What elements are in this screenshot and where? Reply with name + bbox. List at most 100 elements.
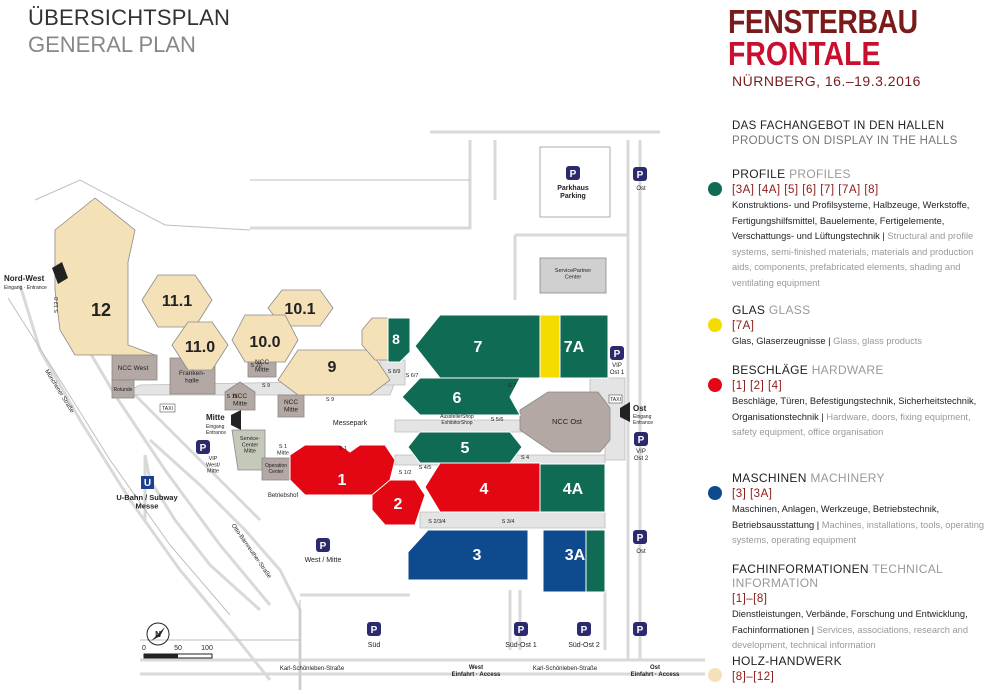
parking-p-icon: P — [638, 435, 645, 446]
brand-logo-line2: FRONTALE — [728, 35, 881, 72]
parking-sued[interactable]: P Süd — [367, 622, 381, 649]
parking-south-east[interactable]: P — [633, 622, 647, 636]
building-rotunde[interactable] — [111, 379, 135, 399]
building-servicepartner[interactable] — [539, 257, 607, 294]
parking-p-icon: P — [637, 625, 644, 636]
hall-8[interactable] — [387, 317, 411, 363]
parking-ost[interactable]: P Ost — [633, 167, 647, 192]
building-ncc-mitte-a[interactable] — [224, 381, 256, 411]
parking-west-mitte[interactable]: P West / Mitte — [305, 538, 342, 564]
legend-desc-en: Hardware, doors, fixing equipment, safet… — [732, 411, 971, 438]
legend-swatch-hardware — [708, 378, 722, 392]
hall-label: 3 — [473, 547, 482, 564]
label-ncc-west: NCC West — [118, 365, 149, 372]
hall-label: 11.1 — [162, 293, 192, 310]
legend-desc: Dienstleistungen, Verbände, Forschung un… — [732, 609, 968, 635]
legend-desc: Glas, Glaserzeugnisse — [732, 336, 826, 346]
parking-label: West / Mitte — [305, 557, 342, 564]
hall-label: 2 — [394, 496, 403, 513]
parking-ost-2[interactable]: P Ost — [633, 530, 647, 555]
ubahn-u: U — [144, 478, 151, 489]
hall-9[interactable] — [277, 349, 391, 396]
taxi-label: TAXI — [162, 406, 173, 412]
passage-label: S 9 — [262, 383, 270, 389]
taxi-icon[interactable] — [608, 394, 623, 404]
hall-10-0[interactable] — [231, 314, 299, 363]
legend-desc-en: Glass, glass products — [833, 336, 922, 346]
ubahn-icon[interactable] — [141, 476, 154, 489]
passage-label: S 9 — [326, 397, 334, 403]
scale-label: 50 — [174, 645, 182, 652]
hall-2[interactable] — [371, 479, 426, 526]
hall-label: 8 — [392, 331, 400, 347]
page-subtitle: GENERAL PLAN — [28, 32, 196, 57]
hall-1[interactable] — [289, 444, 396, 496]
hall-labels: 12 11.1 11.0 10.1 10.0 9 8 7 7A 6 5 1 2 … — [91, 293, 586, 564]
entrance-arrow-icon[interactable] — [231, 410, 241, 430]
label-messepark: Messepark — [333, 420, 368, 427]
hall-12[interactable] — [54, 197, 156, 356]
parking-p-icon: P — [320, 541, 327, 552]
legend-desc-en: Services, associations, research and dev… — [732, 624, 968, 651]
legend-title-en: GLASS — [768, 303, 811, 317]
building-ncc-west[interactable] — [111, 354, 158, 381]
entrance-arrow-icon[interactable] — [52, 262, 68, 284]
parking-p-icon: P — [637, 170, 644, 181]
hall-7a[interactable] — [539, 314, 561, 379]
scale-label: 100 — [201, 645, 213, 652]
hall-3[interactable] — [407, 529, 529, 581]
entrances: Nord-West Eingang · Entrance Mitte Einga… — [4, 262, 680, 678]
parking-sued-ost1[interactable]: P Süd-Ost 1 — [505, 622, 537, 649]
entrance-arrow-icon[interactable] — [620, 402, 630, 422]
building-parkhaus[interactable] — [539, 146, 611, 218]
legend-swatch-wood — [708, 668, 722, 682]
parking-p-icon: P — [200, 443, 207, 454]
legend-swatch-profile — [708, 182, 722, 196]
hall-label: 4A — [563, 481, 584, 498]
label-ncc-ost: NCC Ost — [552, 417, 583, 426]
parking-label: Ost — [636, 186, 646, 192]
hall-11-1[interactable] — [141, 274, 213, 328]
scale-label: 0 — [142, 645, 146, 652]
building-ncc-ost[interactable] — [519, 391, 611, 453]
parking-sued-ost2[interactable]: P Süd-Ost 2 — [568, 622, 600, 649]
street-label: Karl-Schönleben-Straße — [533, 666, 598, 672]
legend-swatch-glass — [708, 318, 722, 332]
parking-label: Süd-Ost 2 — [568, 642, 600, 649]
parking-p-icon: P — [581, 625, 588, 636]
hall-4[interactable] — [424, 462, 541, 513]
hall-11-0[interactable] — [171, 321, 229, 371]
legend-title: HOLZ-HANDWERK — [732, 654, 842, 668]
label-frankenhalle: Franken-halle — [179, 370, 205, 385]
parking-label: Süd-Ost 1 — [505, 642, 537, 649]
hall-6[interactable] — [401, 377, 521, 416]
hall-label: 9 — [328, 359, 337, 376]
hall-3a[interactable] — [542, 529, 587, 593]
legend-halls: [1] [2] [4] — [732, 380, 783, 392]
legend-halls: [3] [3A] — [732, 488, 773, 500]
hall-label: 4 — [480, 481, 489, 498]
parking-parkhaus[interactable]: P — [566, 166, 580, 180]
entrance-nord-west-sub: Eingang · Entrance — [4, 285, 47, 291]
wood-halls — [54, 197, 391, 396]
building-ncc-mitte-c[interactable] — [277, 394, 305, 418]
road-edges — [7, 179, 470, 690]
legend-title-en: TECHNICAL INFORMATION — [732, 562, 943, 590]
page-title: ÜBERSICHTSPLAN — [28, 5, 231, 30]
taxi-icon[interactable] — [159, 403, 176, 413]
entrance-nord-west: Nord-West — [4, 274, 45, 283]
